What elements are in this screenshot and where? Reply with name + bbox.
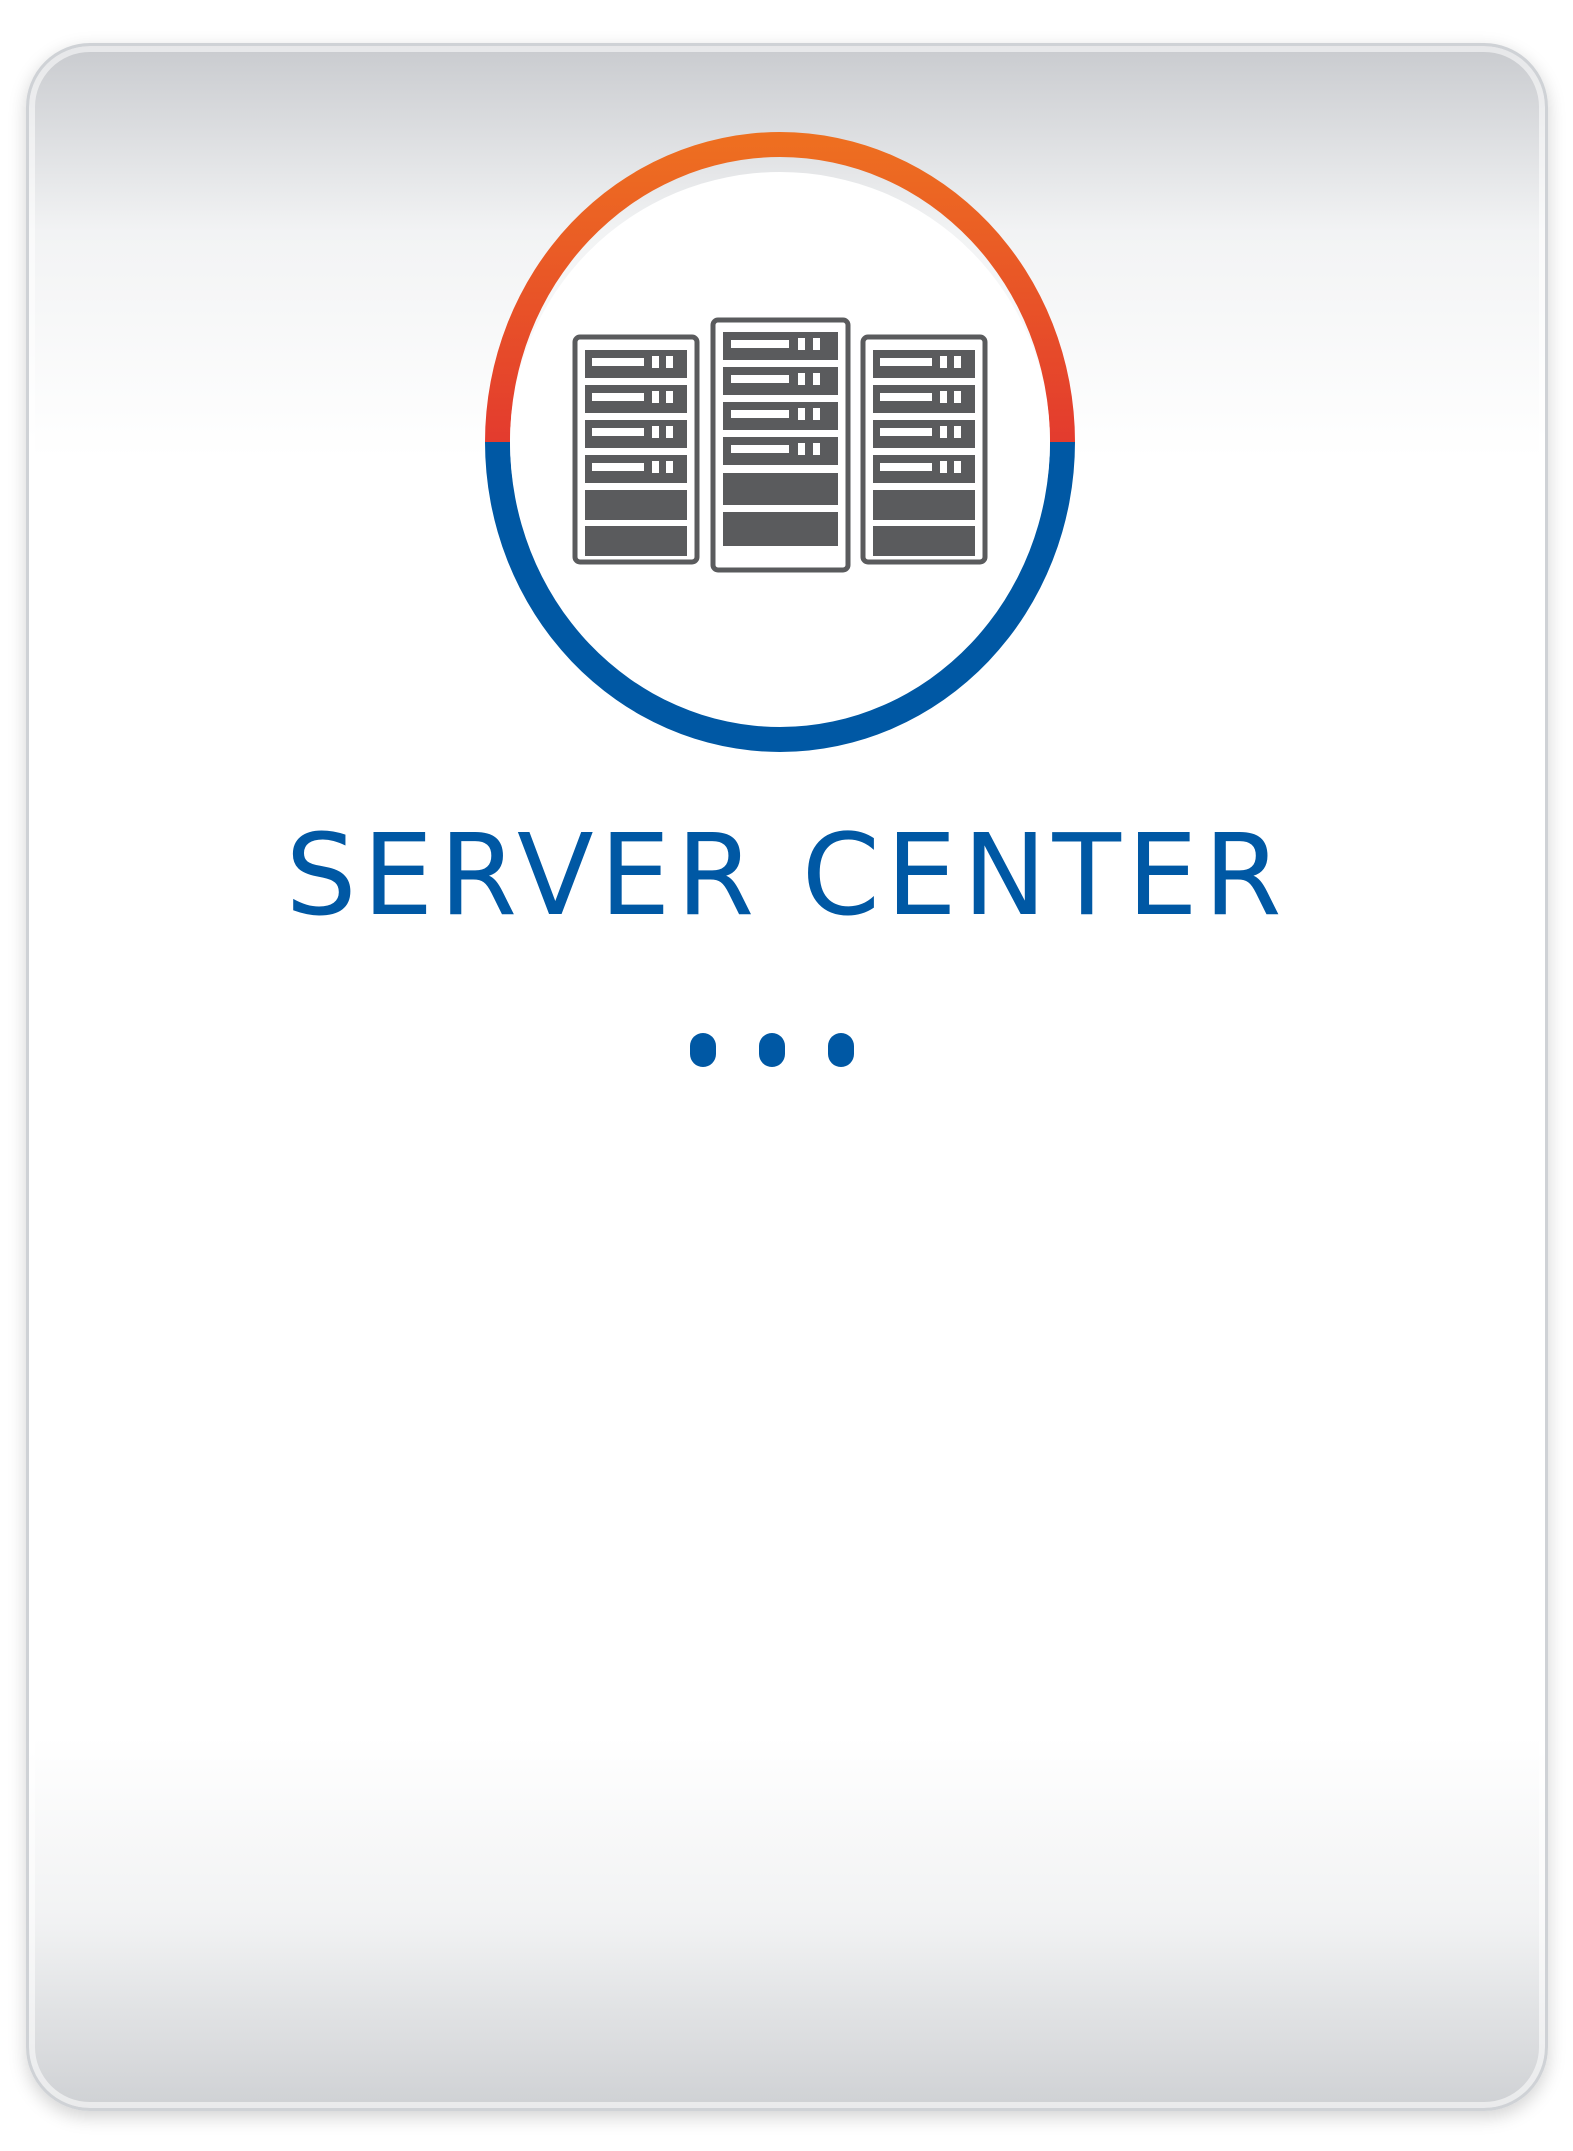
card-title: SERVER CENTER — [285, 811, 1288, 941]
ellipsis-dots-icon — [690, 1033, 854, 1067]
server-emblem — [485, 132, 1075, 752]
